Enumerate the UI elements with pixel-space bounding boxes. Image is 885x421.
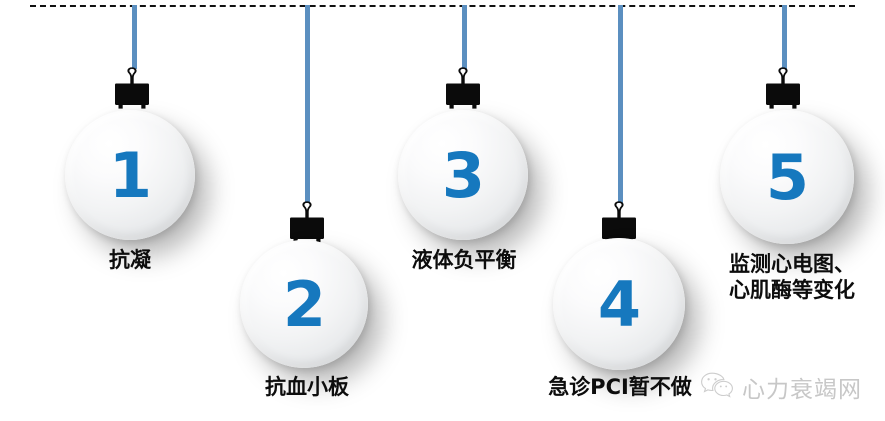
- step-ball-3[interactable]: 3: [398, 110, 528, 240]
- hanging-string-3: [462, 5, 467, 69]
- step-ball-1[interactable]: 1: [65, 110, 195, 240]
- step-number: 5: [765, 141, 809, 214]
- hanging-string-1: [132, 5, 137, 69]
- step-number: 2: [282, 268, 326, 341]
- wechat-icon: [700, 371, 734, 403]
- binder-clip-icon-5: [756, 64, 810, 112]
- step-label-3: 液体负平衡: [411, 248, 517, 272]
- watermark: 心力衰竭网: [700, 370, 862, 404]
- step-label-2: 抗血小板: [265, 375, 349, 399]
- step-ball-5[interactable]: 5: [720, 110, 854, 244]
- hanging-string-5: [782, 5, 787, 69]
- binder-clip-icon-2: [280, 198, 334, 246]
- hanging-string-2: [305, 5, 310, 203]
- hanging-string-4: [618, 5, 623, 203]
- binder-clip-icon-1: [105, 64, 159, 112]
- step-label-5: 监测心电图、 心肌酶等变化: [729, 252, 855, 302]
- step-number: 1: [108, 139, 152, 212]
- step-label-1: 抗凝: [109, 248, 151, 272]
- step-number: 4: [597, 268, 641, 341]
- step-ball-4[interactable]: 4: [553, 238, 685, 370]
- step-number: 3: [441, 139, 485, 212]
- watermark-label: 心力衰竭网: [742, 377, 862, 403]
- step-label-4: 急诊PCI暂不做: [548, 375, 692, 399]
- dashed-rail: [30, 5, 855, 7]
- binder-clip-icon-3: [436, 64, 490, 112]
- step-ball-2[interactable]: 2: [240, 240, 368, 368]
